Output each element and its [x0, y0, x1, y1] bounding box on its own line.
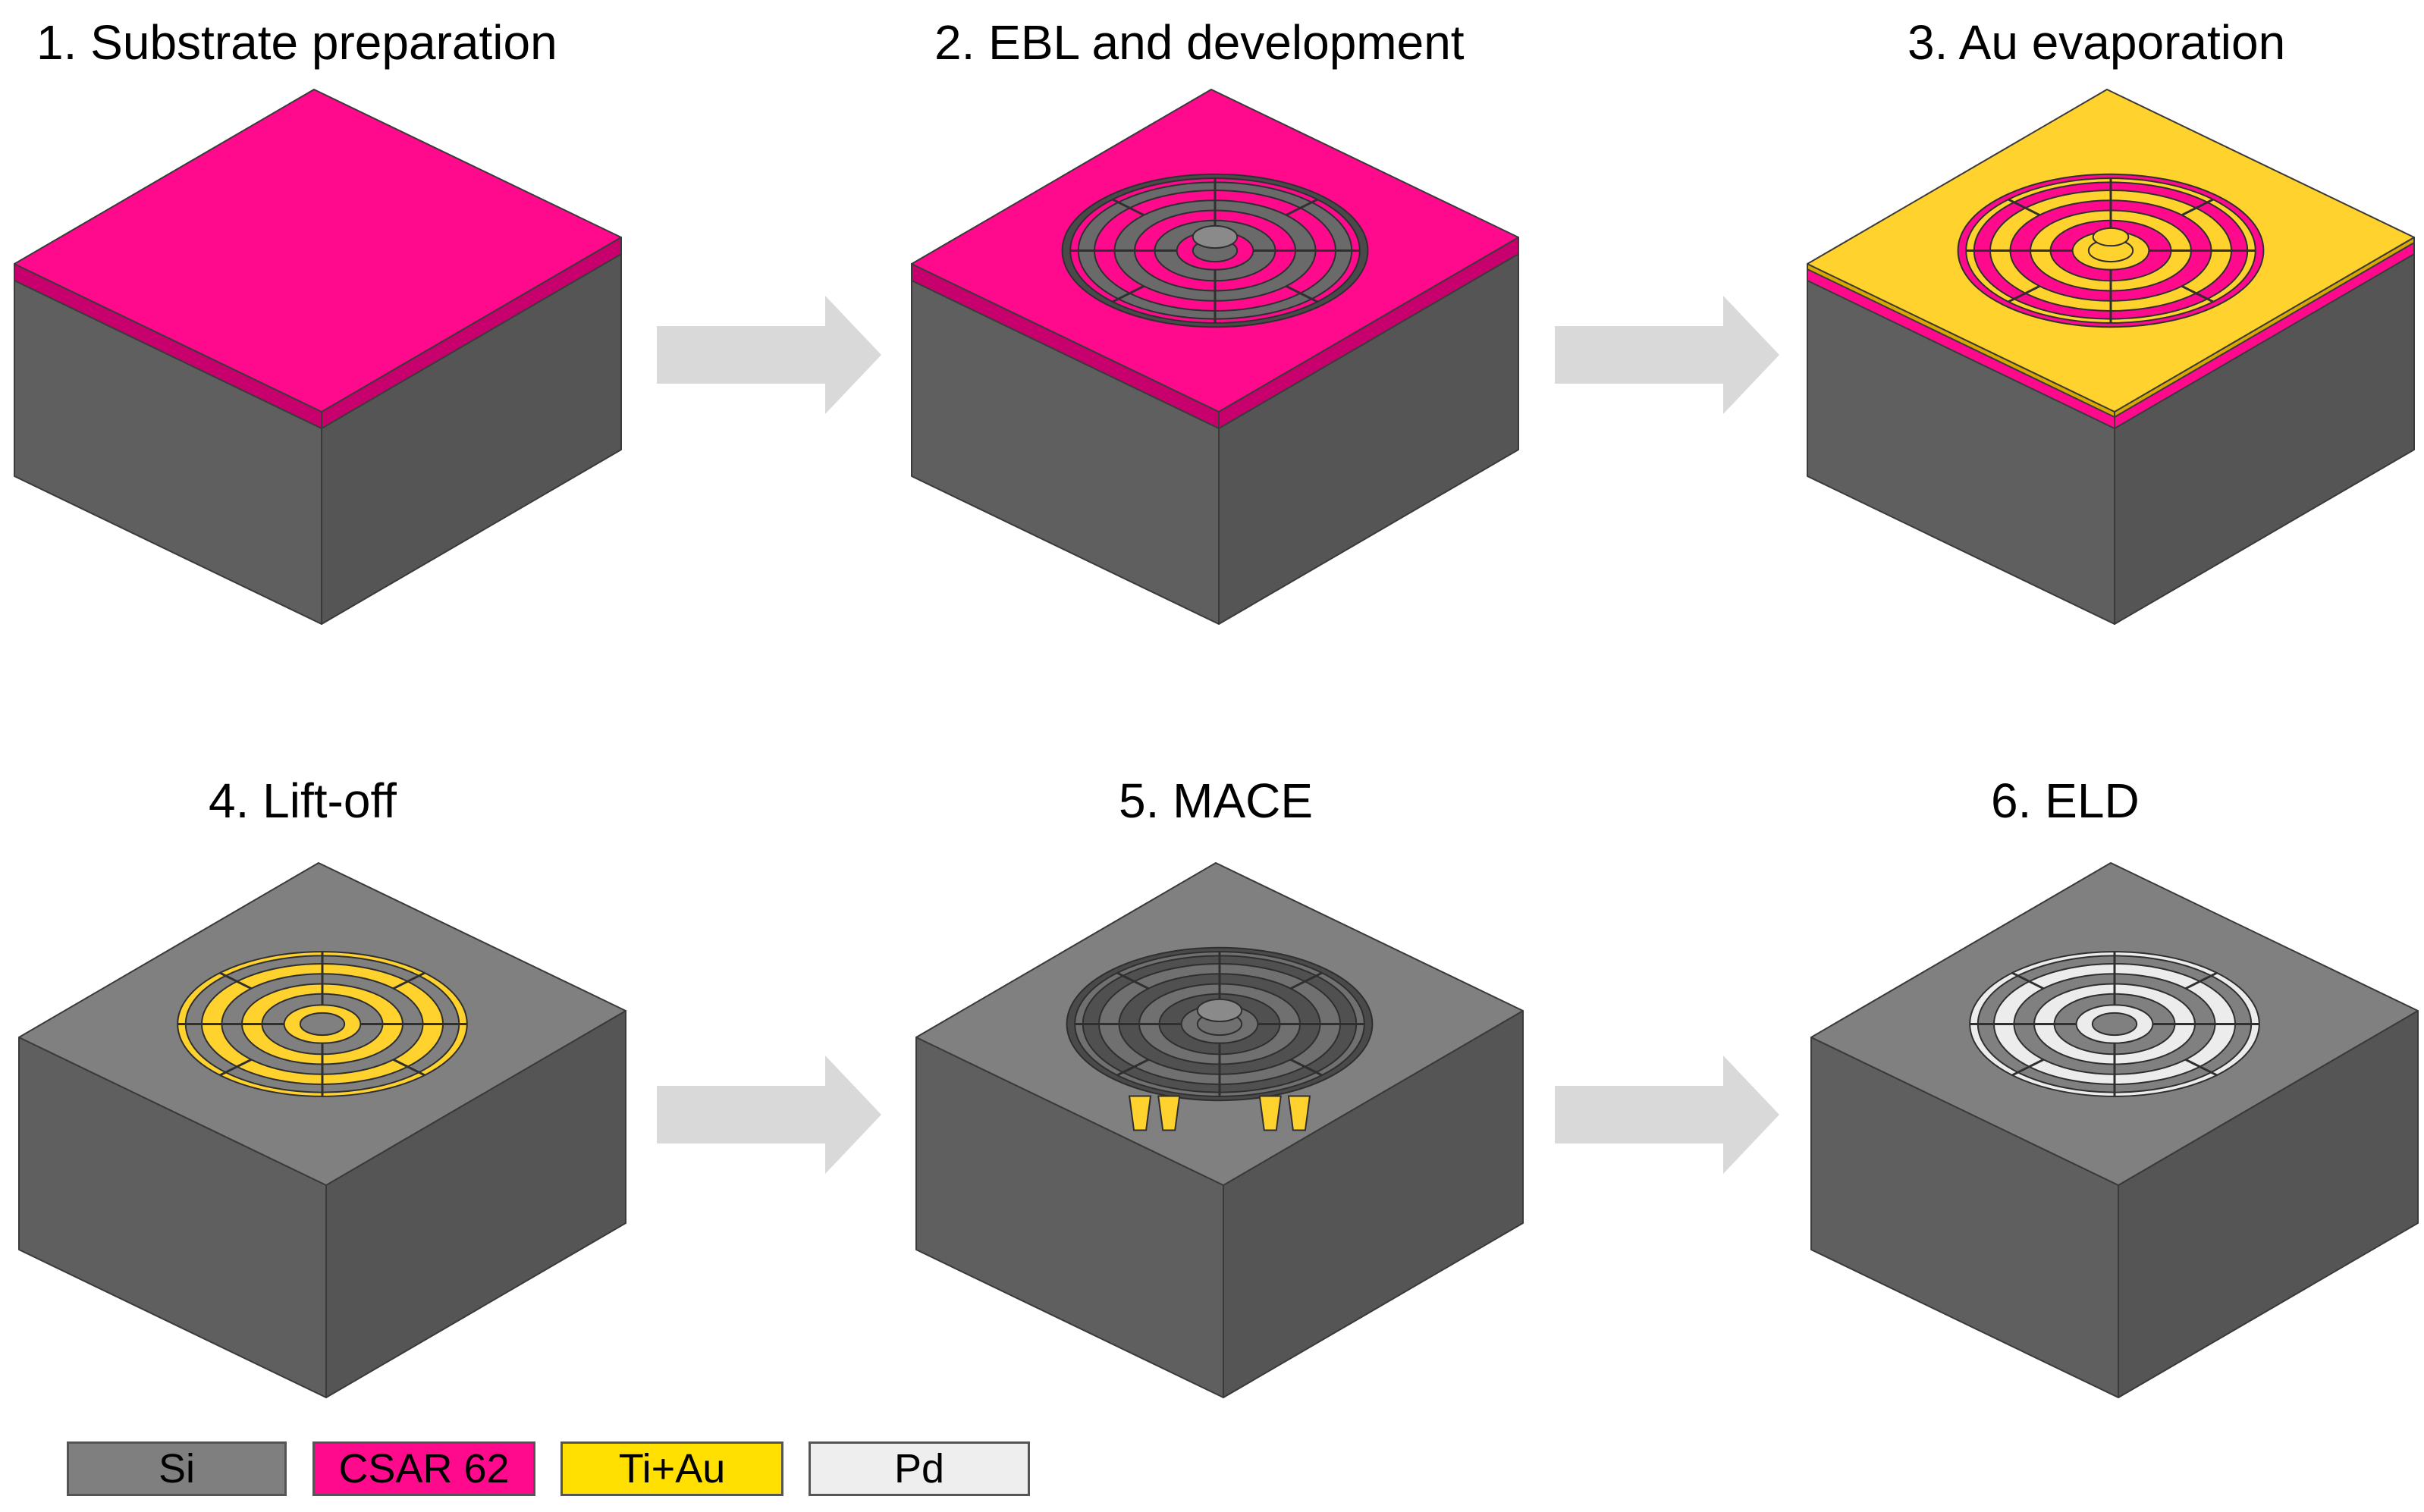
step-5-title: 5. MACE — [1119, 773, 1314, 828]
legend-csar: CSAR 62 — [312, 1441, 535, 1496]
center-pillar-top — [2092, 227, 2130, 247]
block-6-eld — [1810, 862, 2419, 1398]
pattern-spoke — [219, 1059, 252, 1077]
center-pillar-top — [1192, 224, 1239, 249]
center-disk — [299, 1012, 346, 1037]
block-2-ebl — [911, 89, 1519, 625]
pattern-spoke — [1286, 285, 1318, 303]
pattern-spoke — [2008, 198, 2040, 216]
arrow-4-to-5 — [657, 1056, 881, 1174]
pattern-spoke — [219, 971, 252, 990]
legend-pd-label: Pd — [893, 1446, 945, 1492]
pattern-spoke — [2185, 971, 2218, 990]
center-pillar-top — [1196, 998, 1243, 1023]
pattern-spoke — [1290, 971, 1323, 990]
pattern-spoke — [1286, 198, 1318, 216]
block-5-mace — [915, 862, 1524, 1398]
step-6-title: 6. ELD — [1991, 773, 2140, 828]
pattern-spoke — [1290, 1059, 1323, 1077]
pattern-spoke — [2185, 1059, 2218, 1077]
pattern-spoke — [2181, 198, 2214, 216]
gold-catalyst — [1128, 1095, 1152, 1131]
block-1-substrate — [14, 89, 622, 625]
pattern-spoke — [1116, 971, 1149, 990]
legend-csar-label: CSAR 62 — [338, 1446, 510, 1492]
legend-si: Si — [67, 1441, 287, 1496]
pattern-spoke — [2008, 285, 2040, 303]
step-4-title: 4. Lift-off — [209, 773, 397, 828]
pattern-spoke — [2011, 1059, 2044, 1077]
legend-tiau: Ti+Au — [560, 1441, 783, 1496]
step-1-title: 1. Substrate preparation — [36, 15, 557, 70]
top-face — [14, 89, 622, 413]
pattern-spoke — [2011, 971, 2044, 990]
step-3-title: 3. Au evaporation — [1907, 15, 2286, 70]
pattern-spoke — [1116, 1059, 1149, 1077]
pattern-spoke — [393, 1059, 425, 1077]
pattern-spoke — [1112, 285, 1144, 303]
block-3-au — [1807, 89, 2415, 625]
block-4-liftoff — [18, 862, 626, 1398]
legend-si-label: Si — [158, 1446, 195, 1492]
gold-catalyst — [1287, 1095, 1311, 1131]
gold-catalyst — [1157, 1095, 1181, 1131]
pattern-spoke — [2181, 285, 2214, 303]
arrow-5-to-6 — [1555, 1056, 1779, 1174]
step-2-title: 2. EBL and development — [934, 15, 1465, 70]
legend-pd: Pd — [809, 1441, 1030, 1496]
legend-tiau-label: Ti+Au — [618, 1446, 726, 1492]
gold-catalyst — [1258, 1095, 1282, 1131]
pattern-spoke — [1112, 198, 1144, 216]
pattern-spoke — [393, 971, 425, 990]
arrow-1-to-2 — [657, 296, 881, 414]
center-disk — [2091, 1012, 2138, 1037]
arrow-2-to-3 — [1555, 296, 1779, 414]
